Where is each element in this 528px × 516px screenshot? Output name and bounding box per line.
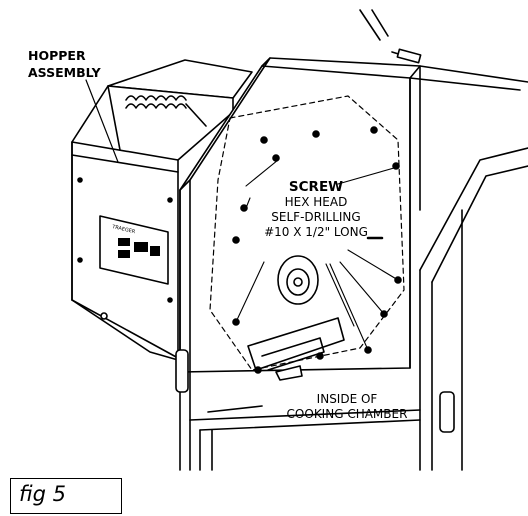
hopper-label-line2: ASSEMBLY bbox=[28, 65, 101, 80]
chamber-label-line2: COOKING CHAMBER bbox=[286, 407, 408, 421]
hopper-assembly-label: HOPPER ASSEMBLY bbox=[28, 47, 101, 81]
cooking-chamber-label: INSIDE OF COOKING CHAMBER bbox=[272, 392, 422, 422]
screw-leaders bbox=[235, 159, 399, 351]
auger-opening bbox=[277, 255, 319, 305]
chamber-end-panel bbox=[175, 57, 421, 471]
screw-label-line1: HEX HEAD bbox=[284, 195, 348, 209]
controller-brand-text: TRAEGER bbox=[111, 224, 137, 235]
screw-label: SCREW HEX HEAD SELF-DRILLING #10 X 1/2" … bbox=[246, 180, 386, 240]
auger-motor-coil bbox=[125, 95, 207, 127]
chamber-pointer bbox=[207, 405, 263, 413]
chamber-label-line1: INSIDE OF bbox=[316, 392, 378, 406]
hopper-assembly bbox=[71, 59, 253, 361]
firepot-bracket bbox=[247, 317, 345, 381]
figure-number: fig 5 bbox=[19, 482, 66, 506]
screw-label-line2: SELF-DRILLING bbox=[271, 210, 361, 224]
hopper-label-line1: HOPPER bbox=[28, 48, 86, 63]
screw-label-title: SCREW bbox=[288, 179, 344, 195]
chamber-right-frame bbox=[359, 9, 528, 471]
figure-number-box: fig 5 bbox=[10, 478, 122, 514]
screw-label-line3: #10 X 1/2" LONG bbox=[264, 225, 368, 239]
controller-panel bbox=[99, 215, 169, 285]
